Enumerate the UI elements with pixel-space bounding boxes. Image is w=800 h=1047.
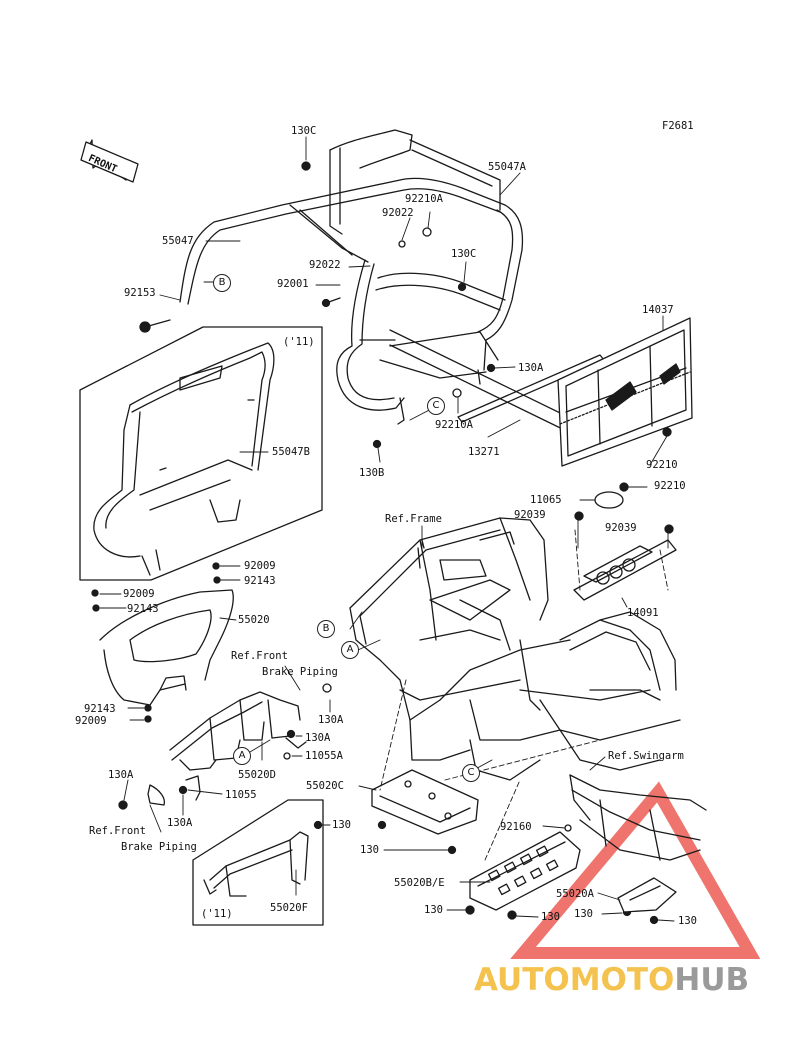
label-92009-b: 92009: [123, 588, 155, 600]
label-ref-swingarm: Ref.Swingarm: [608, 750, 684, 762]
label-55020: 55020: [238, 614, 270, 626]
label-ref-front-brake-a2: Brake Piping: [262, 666, 338, 678]
swingarm: [569, 774, 707, 861]
watermark-text-1: AUTOMOTO: [474, 962, 675, 998]
label-55047: 55047: [162, 235, 194, 247]
skid-plate-55020be: [469, 831, 581, 911]
label-130b: 130B: [359, 467, 385, 479]
label-92153: 92153: [124, 287, 156, 299]
net-14037: [557, 317, 693, 467]
label-55020c: 55020C: [306, 780, 344, 792]
label-92009-c: 92009: [75, 715, 107, 727]
label-92210-b: 92210: [654, 480, 686, 492]
watermark-text-2: HUB: [674, 962, 750, 998]
ref-circle-c-2: C: [462, 764, 480, 782]
ref-circle-c-1: C: [427, 397, 445, 415]
label-ref-front-brake-b1: Ref.Front: [89, 825, 146, 837]
label-55020d: 55020D: [238, 769, 276, 781]
label-92039-a: 92039: [514, 509, 546, 521]
ref-circle-a-2: A: [233, 747, 251, 765]
label-130a-a: 130A: [318, 714, 344, 726]
label-11055a: 11055A: [305, 750, 343, 762]
label-92022-b: 92022: [309, 259, 341, 271]
label-130-c: 130: [424, 904, 443, 916]
label-14037: 14037: [642, 304, 674, 316]
label-92210-a: 92210: [646, 459, 678, 471]
label-11055: 11055: [225, 789, 257, 801]
label-11065: 11065: [530, 494, 562, 506]
label-130-f: 130: [678, 915, 697, 927]
skid-plate-55020c: [371, 769, 479, 835]
label-55020a: 55020A: [556, 888, 594, 900]
front-arrow-icon: [80, 139, 139, 183]
label-130-d: 130: [541, 911, 560, 923]
ref-circle-b-2: B: [317, 620, 335, 638]
bolt-icons: [91, 161, 674, 925]
label-11-top: ('11): [283, 336, 315, 348]
label-55020f: 55020F: [270, 902, 308, 914]
watermark-logo: AUTOMOTOHUB: [474, 962, 749, 998]
label-130a-b: 130A: [305, 732, 331, 744]
label-130c-mid: 130C: [451, 248, 477, 260]
label-ref-frame: Ref.Frame: [385, 513, 442, 525]
label-55020be: 55020B/E: [394, 877, 445, 889]
ref-circle-b-1: B: [213, 274, 231, 292]
label-92001: 92001: [277, 278, 309, 290]
label-92210a-bot: 92210A: [435, 419, 473, 431]
rear-guard-55047: [179, 129, 524, 425]
watermark-triangle: [510, 781, 761, 959]
label-13271: 13271: [468, 446, 500, 458]
main-frame: [349, 517, 681, 781]
front-bracket-55020d: [147, 691, 307, 806]
label-130-b: 130: [360, 844, 379, 856]
label-ref-front-brake-b2: Brake Piping: [121, 841, 197, 853]
ref-circle-a-1: A: [341, 641, 359, 659]
label-11-bot: ('11): [201, 908, 233, 920]
oval-part-11065: [594, 491, 624, 509]
label-130a-c: 130A: [108, 769, 134, 781]
plate-13271: [389, 329, 605, 441]
label-55047a: 55047A: [488, 161, 526, 173]
label-130a-d: 130A: [167, 817, 193, 829]
front-guard-55020: [99, 589, 234, 706]
label-ref-front-brake-a1: Ref.Front: [231, 650, 288, 662]
label-92210a-top: 92210A: [405, 193, 443, 205]
label-14091: 14091: [627, 607, 659, 619]
label-130a-top: 130A: [518, 362, 544, 374]
inset-box-55020f: [192, 799, 324, 926]
label-92160: 92160: [500, 821, 532, 833]
label-92143-c: 92143: [84, 703, 116, 715]
label-130-e: 130: [574, 908, 593, 920]
label-130-a: 130: [332, 819, 351, 831]
label-130c-top: 130C: [291, 125, 317, 137]
figure-code: F2681: [662, 120, 694, 132]
skid-plate-55020a: [617, 877, 677, 913]
label-92039-b: 92039: [605, 522, 637, 534]
inset-box-55047b: [79, 326, 323, 581]
label-55047b: 55047B: [272, 446, 310, 458]
label-92143-a: 92143: [244, 575, 276, 587]
cover-14091: [573, 539, 677, 601]
label-92022-a: 92022: [382, 207, 414, 219]
label-92143-b: 92143: [127, 603, 159, 615]
label-92009-a: 92009: [244, 560, 276, 572]
